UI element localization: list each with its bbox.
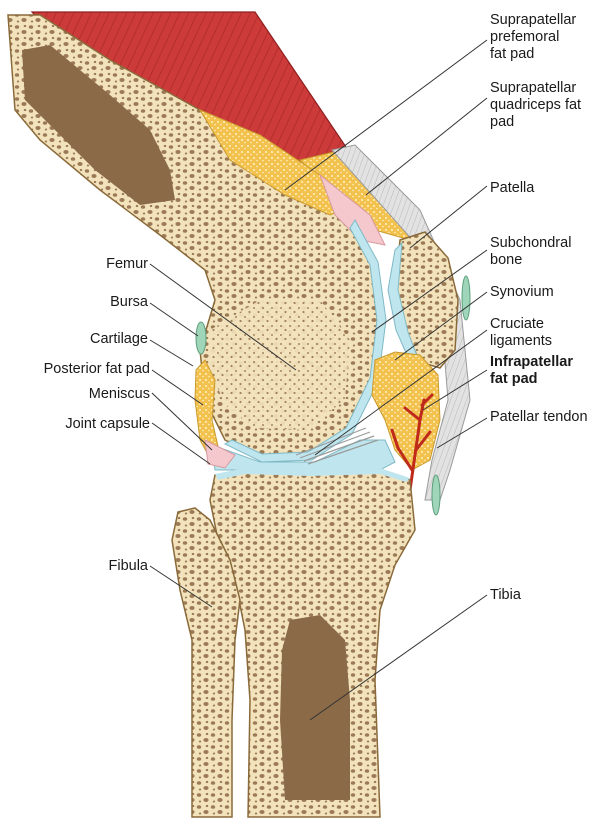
label-posterior-fat-pad: Posterior fat pad	[44, 361, 150, 377]
label-infrapatellar-fat-pad: Infrapatellar fat pad	[490, 354, 577, 387]
label-cartilage: Cartilage	[90, 331, 148, 347]
label-meniscus: Meniscus	[89, 386, 150, 402]
label-cruciate-ligaments: Cruciate ligaments	[490, 316, 552, 349]
bursa-shape	[196, 322, 206, 354]
label-suprapatellar-quadriceps-fat-pad: Suprapatellar quadriceps fat pad	[490, 80, 585, 130]
label-joint-capsule: Joint capsule	[65, 416, 150, 432]
bursa-anterior-bottom	[432, 475, 440, 515]
leader-cartilage	[150, 340, 193, 366]
tibia-marrow	[280, 615, 350, 800]
label-femur: Femur	[106, 256, 148, 272]
label-patellar-tendon: Patellar tendon	[490, 409, 588, 425]
leader-quadriceps	[366, 98, 487, 195]
label-fibula: Fibula	[109, 558, 149, 574]
label-bursa: Bursa	[110, 294, 149, 310]
label-patella: Patella	[490, 180, 535, 196]
label-synovium: Synovium	[490, 284, 554, 300]
bursa-anterior-top	[462, 276, 470, 320]
leader-bursa	[150, 303, 198, 336]
label-suprapatellar-prefemoral-fat-pad: Suprapatellar prefemoral fat pad	[490, 12, 580, 62]
label-subchondral-bone: Subchondral bone	[490, 235, 575, 268]
label-tibia: Tibia	[490, 587, 522, 603]
